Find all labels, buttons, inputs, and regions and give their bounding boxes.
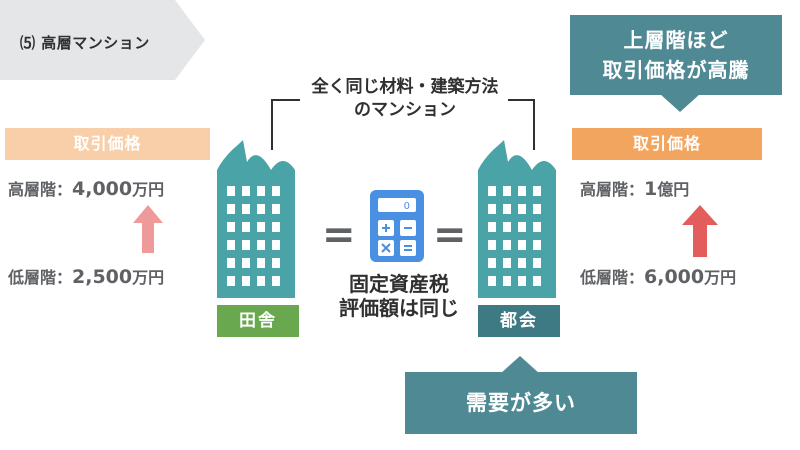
tax-note-line-2: 評価額は同じ — [339, 296, 459, 320]
right-high-floor: 高層階：1億円 — [580, 176, 689, 200]
left-high-value: 4,000 — [72, 178, 133, 200]
left-low-label: 低層階： — [8, 268, 73, 287]
callout-high-demand: 需要が多い — [405, 372, 637, 434]
svg-text:0: 0 — [404, 201, 410, 212]
right-high-value: 1 — [644, 178, 658, 200]
up-arrow-icon — [133, 205, 163, 253]
left-high-label: 高層階： — [8, 180, 73, 199]
tax-valuation-note: 固定資産税 評価額は同じ — [315, 272, 483, 320]
callout-bottom-pointer — [500, 356, 540, 374]
building-icon — [478, 140, 556, 298]
right-low-label: 低層階： — [580, 268, 645, 287]
left-low-value: 2,500 — [72, 266, 133, 288]
left-low-floor: 低層階：2,500万円 — [8, 264, 164, 288]
same-building-note: 全く同じ材料・建築方法 のマンション — [280, 76, 530, 122]
right-price-header: 取引価格 — [572, 128, 762, 160]
connector-lines — [271, 99, 535, 150]
callout-price-rise: 上層階ほど 取引価格が高騰 — [570, 15, 782, 95]
section-title: ⑸ 高層マンション — [20, 34, 150, 52]
callout-top-line-2: 取引価格が高騰 — [602, 58, 750, 82]
building-icon — [217, 140, 295, 298]
same-building-line-2: のマンション — [354, 100, 456, 120]
right-low-unit: 万円 — [704, 268, 737, 287]
place-label-rural: 田舎 — [217, 305, 299, 337]
header-tab-shape — [0, 0, 205, 80]
callout-top-line-1: 上層階ほど — [623, 28, 729, 52]
left-low-unit: 万円 — [132, 268, 165, 287]
tax-note-line-1: 固定資産税 — [349, 272, 449, 296]
same-building-line-1: 全く同じ材料・建築方法 — [311, 77, 499, 97]
equals-sign-left: = — [322, 212, 356, 258]
right-high-label: 高層階： — [580, 180, 645, 199]
place-label-city: 都会 — [478, 305, 560, 337]
left-high-floor: 高層階：4,000万円 — [8, 176, 164, 200]
callout-top-pointer — [660, 94, 700, 112]
left-high-unit: 万円 — [132, 180, 165, 199]
calculator-icon: 0 — [370, 190, 424, 262]
right-high-unit: 億円 — [657, 180, 690, 199]
right-low-value: 6,000 — [644, 266, 705, 288]
equals-sign-right: = — [433, 212, 467, 258]
right-low-floor: 低層階：6,000万円 — [580, 264, 736, 288]
up-arrow-icon — [682, 205, 718, 257]
left-price-header: 取引価格 — [5, 128, 210, 160]
